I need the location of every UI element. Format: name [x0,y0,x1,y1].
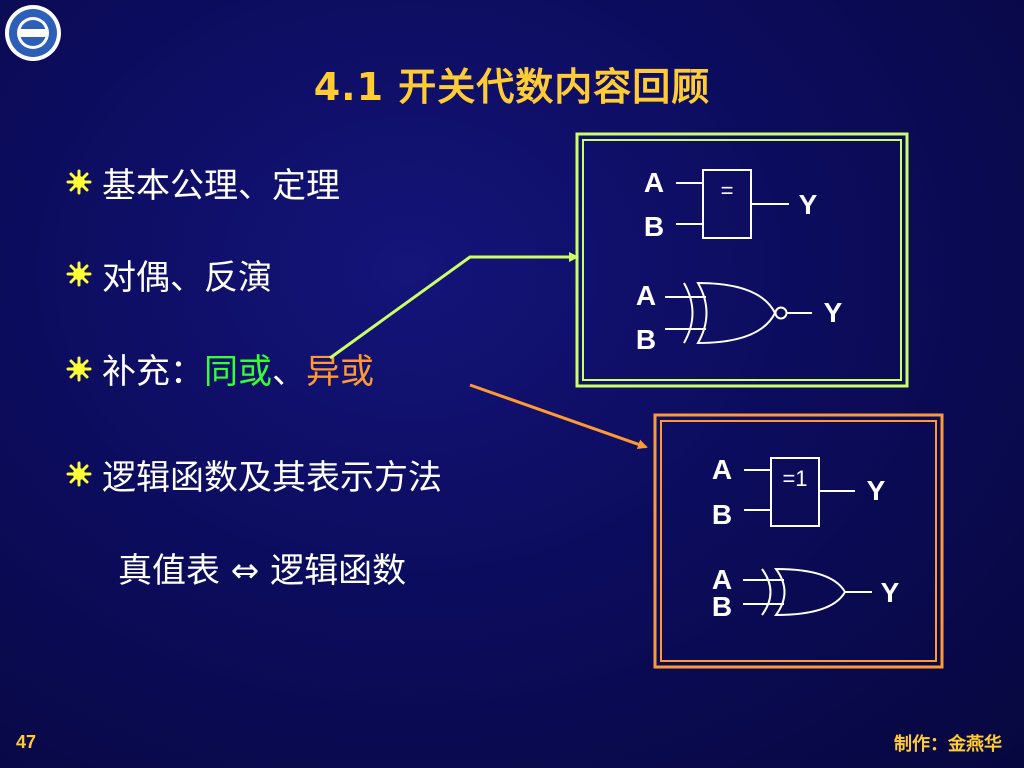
xor-rect-gate-input-a: A [712,454,732,485]
truth-table-label: 真值表 [118,551,220,591]
xor-box [653,413,944,669]
slide-title: 4.1 开关代数内容回顾 [313,65,711,109]
university-logo [5,5,61,61]
xor-shaped-gate-input-b: B [712,591,732,622]
bullet-star-icon [66,169,92,195]
bullet-duality-inversion: 对偶、反演 [102,258,272,298]
equivalence-icon: ⇔ [230,551,260,591]
xnor-term: 同或 [204,352,272,392]
bullet-star-icon [66,356,92,382]
term-separator: 、 [272,352,306,392]
xnor-rect-gate-output: Y [799,189,818,220]
xnor-rect-gate-symbol: = [721,178,734,203]
author-credit: 制作：金燕华 [894,734,1002,755]
xnor-shaped-gate-output: Y [824,297,843,328]
xor-rect-gate-input-b: B [712,499,732,530]
logic-function-label: 逻辑函数 [270,551,407,591]
supplement-prefix: 补充： [102,352,204,392]
bullet-star-icon [66,461,92,487]
xor-shaped-gate-output: Y [881,577,900,608]
xor-shaped-gate-input-a: A [712,564,732,595]
xor-rect-gate: =1 A B Y [712,454,886,530]
xnor-rect-gate: = A B Y [644,167,818,242]
xor-shaped-gate: A B Y [712,564,900,622]
xnor-shaped-gate-input-a: A [636,280,656,311]
xnor-shaped-gate-input-b: B [636,324,656,355]
xnor-shaped-gate: A B Y [636,280,843,355]
xnor-arrow [329,252,579,360]
xor-term: 异或 [306,352,374,392]
xor-rect-gate-symbol: =1 [782,466,807,491]
bullet-star-icon [66,261,92,287]
bullet-logic-function-representation: 逻辑函数及其表示方法 [102,458,442,498]
xor-arrow [469,383,648,450]
xor-rect-gate-output: Y [867,475,886,506]
xnor-rect-gate-input-b: B [644,211,664,242]
bullet-axioms-theorems: 基本公理、定理 [102,166,340,206]
bullet-supplement: 补充：同或、异或 [102,344,374,393]
page-number: 47 [16,732,37,752]
xnor-rect-gate-input-a: A [644,167,664,198]
truthtable-function-line: 真值表 ⇔ 逻辑函数 [118,543,406,592]
xnor-box [575,132,909,388]
